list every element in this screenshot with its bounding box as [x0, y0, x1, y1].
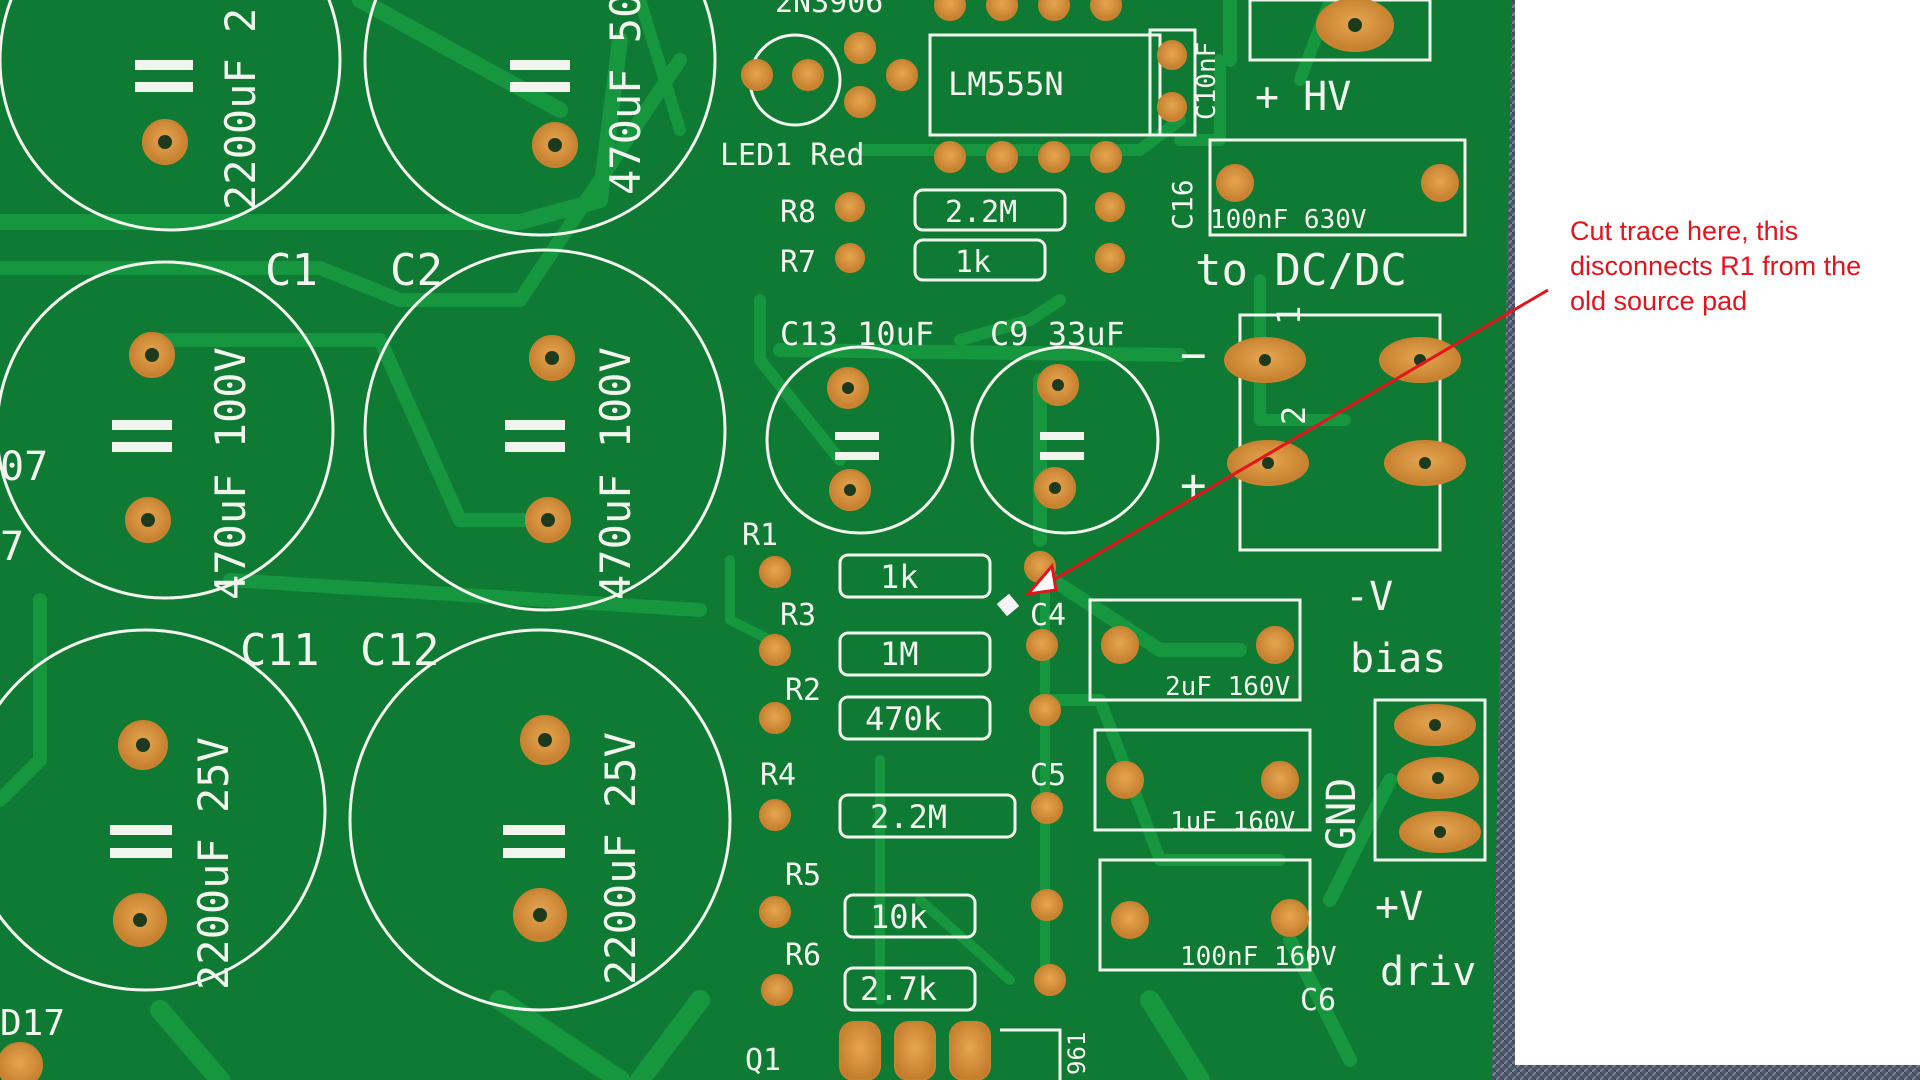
- solder-pads: [0, 0, 1481, 1080]
- label-lm555n: LM555N: [948, 65, 1064, 103]
- annotation-note: Cut trace here, this disconnects R1 from…: [1570, 216, 1862, 316]
- label-bias: bias: [1350, 636, 1446, 682]
- label-minus-v: -V: [1345, 574, 1393, 620]
- label-c4: C4: [1030, 598, 1066, 633]
- label-r2: R2: [785, 673, 821, 708]
- label-470uf-50: 470uF 50: [601, 0, 650, 195]
- pad-holes: [133, 18, 1446, 927]
- label-gnd: GND: [1319, 778, 1365, 850]
- label-c1: C1: [265, 245, 318, 296]
- label-c9: C9 33uF: [990, 315, 1125, 353]
- label-r4: R4: [760, 758, 796, 793]
- label-led1: LED1 Red: [720, 138, 865, 173]
- component-outlines: [928, 0, 1487, 1080]
- label-r8-value: 2.2M: [945, 195, 1017, 230]
- label-2200uf-top: 2200uF 2: [216, 8, 265, 210]
- label-r7-value: 1k: [955, 245, 991, 280]
- capacitor-symbols: [110, 60, 1084, 858]
- label-470uf-100-a: 470uF 100V: [206, 347, 255, 600]
- label-left-edge-c: D17: [0, 1003, 65, 1044]
- label-r3: R3: [780, 598, 816, 633]
- label-q1: Q1: [745, 1043, 781, 1078]
- label-left-edge-b: 7: [0, 524, 24, 570]
- label-c13: C13 10uF: [780, 315, 934, 353]
- label-r1: R1: [742, 518, 778, 553]
- label-1uf-160v: 1uF 160V: [1170, 807, 1295, 837]
- label-100nf-630v: 100nF 630V: [1210, 205, 1367, 235]
- capacitor-outlines: [0, 0, 1160, 1012]
- label-pin-2: 2: [1275, 406, 1313, 425]
- label-c5: C5: [1030, 758, 1066, 793]
- trace-cut-mark: [996, 593, 1020, 617]
- label-hv: + HV: [1255, 74, 1351, 120]
- label-r4-value: 2.2M: [870, 798, 947, 836]
- label-c2: C2: [390, 245, 443, 296]
- pcb-board: [0, 0, 1512, 1080]
- label-plus-v: +V: [1375, 884, 1423, 930]
- label-c6: C6: [1300, 983, 1336, 1018]
- label-r6: R6: [785, 938, 821, 973]
- label-r5-value: 10k: [870, 898, 928, 936]
- label-to-dcdc: to DC/DC: [1195, 245, 1407, 296]
- fabric-strip-bottom: [1515, 1065, 1920, 1080]
- label-2200uf-25-b: 2200uF 25V: [596, 732, 645, 985]
- label-2n3906: 2N3906: [775, 0, 883, 20]
- label-2200uf-25-a: 2200uF 25V: [189, 737, 238, 990]
- annotation-arrow: [1024, 288, 1549, 597]
- label-100nf-160v: 100nF 160V: [1180, 942, 1337, 972]
- label-470uf-100-b: 470uF 100V: [591, 347, 640, 600]
- label-left-edge-a: 07: [0, 444, 48, 490]
- label-c11: C11: [240, 625, 319, 676]
- label-c10: C10nF: [1192, 42, 1222, 120]
- label-pin-1: 1: [1270, 306, 1308, 325]
- label-r1-value: 1k: [880, 558, 919, 596]
- label-2uf-160v: 2uF 160V: [1165, 672, 1290, 702]
- copper-traces: [0, 0, 1397, 1080]
- label-c12: C12: [360, 625, 439, 676]
- label-r5: R5: [785, 858, 821, 893]
- label-minus: −: [1180, 330, 1207, 381]
- label-driv: driv: [1380, 949, 1476, 995]
- label-r2-value: 470k: [865, 700, 942, 738]
- label-r8: R8: [780, 195, 816, 230]
- label-r6-value: 2.7k: [860, 970, 937, 1008]
- label-r7: R7: [780, 245, 816, 280]
- label-r3-value: 1M: [880, 635, 919, 673]
- label-c16: C16: [1166, 179, 1199, 230]
- silkscreen-labels: 2N3906 LM555N LED1 Red C10nF + HV C16 10…: [0, 0, 1476, 1078]
- label-bottom-edge: 961: [1063, 1032, 1091, 1075]
- resistor-bodies: [748, 33, 1067, 1012]
